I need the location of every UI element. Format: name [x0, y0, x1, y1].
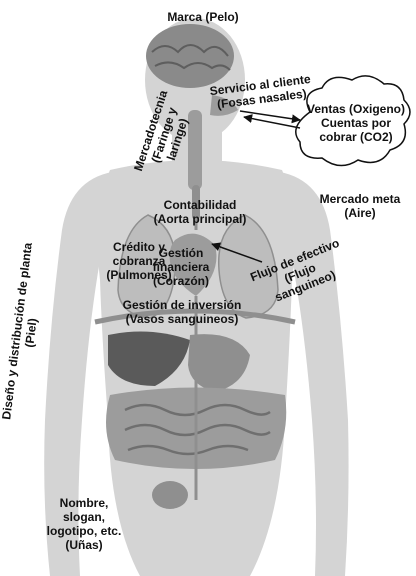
bladder-icon — [152, 481, 188, 509]
label-gestion-financiera: Gestión financiera (Corazón) — [146, 246, 216, 288]
label-gestion-inversion: Gestión de inversión (Vasos sanguineos) — [112, 298, 252, 326]
label-contabilidad: Contabilidad (Aorta principal) — [140, 198, 260, 226]
label-nombre-slogan: Nombre, slogan, logotipo, etc. (Uñas) — [36, 496, 132, 552]
label-ventas: Ventas (Oxigeno) Cuentas por cobrar (CO2… — [300, 102, 412, 144]
brain-icon — [146, 24, 234, 88]
label-marca: Marca (Pelo) — [148, 10, 258, 24]
label-mercado-meta: Mercado meta (Aire) — [310, 192, 410, 220]
